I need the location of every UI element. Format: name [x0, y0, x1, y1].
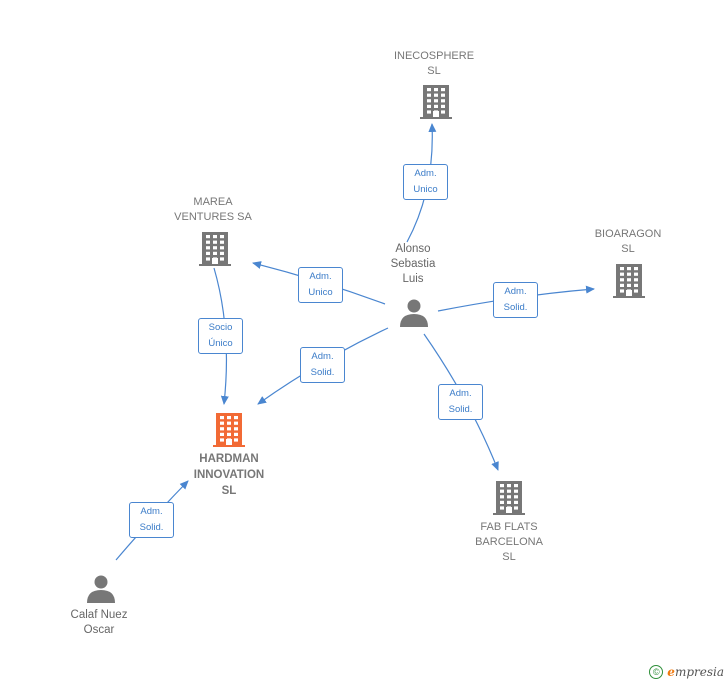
building-icon[interactable]	[199, 232, 231, 266]
label-line: Oscar	[83, 624, 115, 636]
edge-label-line: Unico	[308, 287, 333, 298]
edge-label-alonso-inecosphere[interactable]: Adm. Unico	[403, 164, 448, 200]
edge-label-line: Solid.	[310, 367, 335, 378]
label-line: MAREA	[193, 196, 233, 208]
edge-label-line: Unico	[413, 184, 438, 195]
edge-label-line: Adm.	[449, 388, 472, 399]
edge-label-alonso-hardman[interactable]: Adm. Solid.	[300, 347, 345, 383]
node-label-bioaragon[interactable]: BIOARAGON SL	[595, 227, 662, 257]
building-icon[interactable]	[613, 264, 645, 298]
label-line: INNOVATION	[193, 469, 265, 481]
node-label-inecosphere[interactable]: INECOSPHERE SL	[394, 49, 474, 79]
building-icon[interactable]	[493, 481, 525, 515]
node-label-hardman[interactable]: HARDMAN INNOVATION SL	[194, 451, 265, 499]
label-line: Sebastia	[390, 258, 436, 270]
label-line: Calaf Nuez	[70, 609, 128, 621]
label-line: Alonso	[395, 243, 431, 255]
node-label-marea[interactable]: MAREA VENTURES SA	[174, 195, 252, 225]
edge-label-line: Adm.	[311, 351, 334, 362]
edge-label-alonso-bioaragon[interactable]: Adm. Solid.	[493, 282, 538, 318]
building-icon[interactable]	[213, 413, 245, 447]
building-icon[interactable]	[420, 85, 452, 119]
copyright-icon: ©	[649, 665, 664, 679]
label-line: FAB FLATS	[480, 521, 538, 533]
person-icon[interactable]	[400, 299, 428, 328]
label-line: SL	[502, 551, 516, 563]
edge-label-alonso-fabflats[interactable]: Adm. Solid.	[438, 384, 483, 420]
brand-logo: ©empresia	[649, 664, 724, 679]
label-line: HARDMAN	[199, 453, 259, 465]
label-line: Luis	[402, 273, 424, 285]
brand-initial: e	[667, 665, 675, 679]
label-line: SL	[427, 65, 441, 77]
node-label-calaf[interactable]: Calaf Nuez Oscar	[71, 608, 128, 638]
edge-label-alonso-marea[interactable]: Adm. Unico	[298, 267, 343, 303]
label-line: SL	[221, 485, 237, 497]
edge-label-line: Único	[208, 338, 233, 349]
edge-label-calaf-hardman[interactable]: Adm. Solid.	[129, 502, 174, 538]
label-line: VENTURES SA	[174, 211, 252, 223]
edge-label-line: Socio	[208, 322, 233, 333]
edge-label-line: Solid.	[503, 302, 528, 313]
brand-name-rest: mpresia	[674, 665, 724, 679]
label-line: BIOARAGON	[594, 228, 662, 240]
label-line: BARCELONA	[475, 536, 543, 548]
label-line: INECOSPHERE	[393, 50, 475, 62]
edge-label-marea-hardman[interactable]: Socio Único	[198, 318, 243, 354]
label-line: SL	[621, 243, 635, 255]
person-icon[interactable]	[87, 575, 115, 604]
edge-label-line: Adm.	[309, 271, 332, 282]
edge-label-line: Adm.	[140, 506, 163, 517]
edge-label-line: Solid.	[139, 522, 164, 533]
node-label-fabflats[interactable]: FAB FLATS BARCELONA SL	[475, 520, 543, 565]
edge-label-line: Adm.	[504, 286, 527, 297]
edge-label-line: Adm.	[414, 168, 437, 179]
edge-label-line: Solid.	[448, 404, 473, 415]
brand-name: empresia	[667, 665, 724, 679]
node-label-alonso[interactable]: Alonso Sebastia Luis	[391, 242, 436, 287]
